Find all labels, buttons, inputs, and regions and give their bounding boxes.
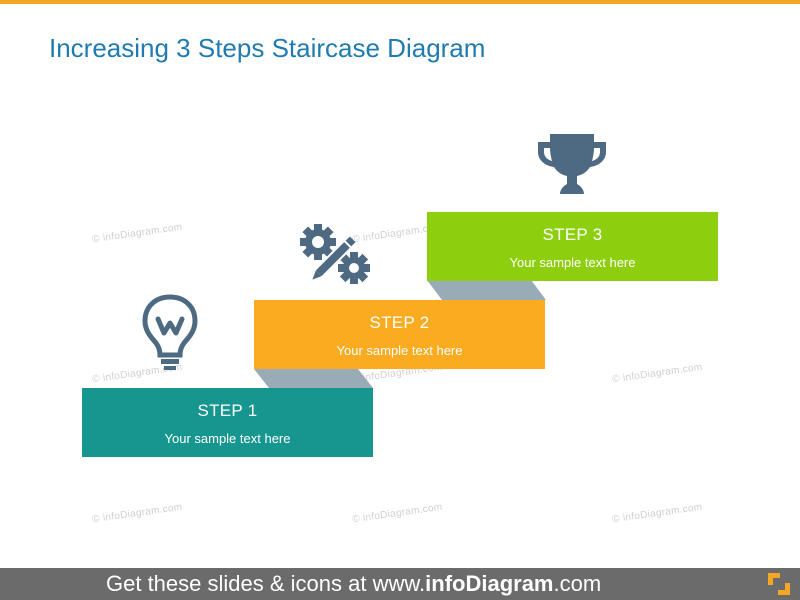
footer-text: Get these slides & icons at www.infoDiag… xyxy=(106,571,601,597)
step-1-title: STEP 1 xyxy=(197,401,258,420)
step-2-title: STEP 2 xyxy=(369,313,430,332)
step-3-box: STEP 3 Your sample text here xyxy=(427,212,718,281)
footer-prefix: Get these slides & icons at www. xyxy=(106,571,426,596)
page-title: Increasing 3 Steps Staircase Diagram xyxy=(49,33,486,63)
gears-pencil-icon xyxy=(300,224,370,284)
step-3-title: STEP 3 xyxy=(542,225,603,244)
watermark: © infoDiagram.com xyxy=(611,361,704,386)
watermark: © infoDiagram.com xyxy=(351,501,444,526)
footer-brand: infoDiagram xyxy=(425,571,554,596)
step-3-text: Your sample text here xyxy=(509,255,636,270)
watermark: © infoDiagram.com xyxy=(611,501,704,526)
step-connector-1-2 xyxy=(254,369,373,388)
brand-logo-icon xyxy=(768,573,790,595)
footer-suffix: .com xyxy=(553,571,602,596)
step-connector-2-3 xyxy=(427,280,546,300)
watermark: © infoDiagram.com xyxy=(91,501,184,526)
step-1-box: STEP 1 Your sample text here xyxy=(82,388,373,457)
step-2-text: Your sample text here xyxy=(336,343,463,358)
lightbulb-icon xyxy=(142,294,198,370)
trophy-icon xyxy=(538,134,606,194)
step-1-text: Your sample text here xyxy=(164,431,291,446)
footer-banner: Get these slides & icons at www.infoDiag… xyxy=(0,568,800,600)
step-2-box: STEP 2 Your sample text here xyxy=(254,300,545,369)
top-accent-bar xyxy=(0,0,800,4)
watermark: © infoDiagram.com xyxy=(91,221,184,246)
